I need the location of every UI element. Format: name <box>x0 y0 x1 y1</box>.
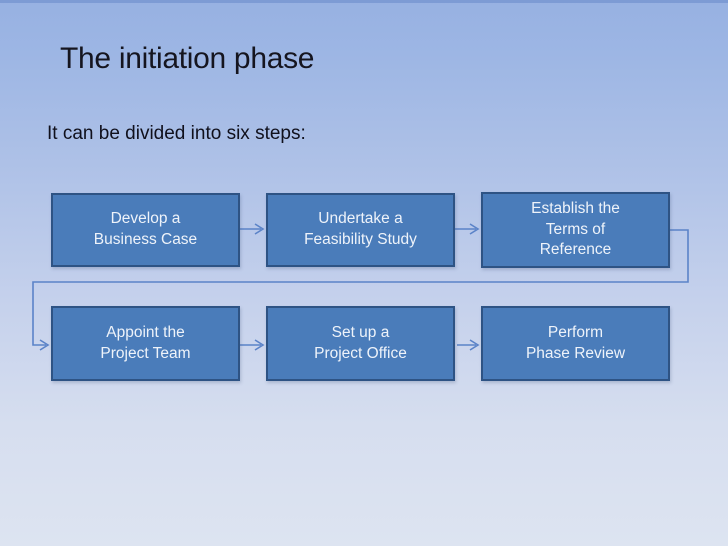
step-box-develop-business-case: Develop a Business Case <box>51 193 240 267</box>
step-box-establish-terms-of-reference: Establish the Terms of Reference <box>481 192 670 268</box>
step-label: Appoint the Project Team <box>100 323 191 362</box>
slide-subtitle: It can be divided into six steps: <box>47 123 306 144</box>
step-box-undertake-feasibility-study: Undertake a Feasibility Study <box>266 193 455 267</box>
arrowhead <box>254 339 265 351</box>
step-label: Establish the Terms of Reference <box>531 199 620 259</box>
step-box-appoint-project-team: Appoint the Project Team <box>51 306 240 381</box>
slide-title: The initiation phase <box>60 42 315 75</box>
step-label: Perform Phase Review <box>525 323 626 362</box>
arrowhead <box>469 339 480 351</box>
arrowhead <box>254 223 265 235</box>
step-label: Undertake a Feasibility Study <box>304 210 417 248</box>
arrowhead <box>469 223 480 235</box>
step-label: Set up a Project Office <box>314 323 407 362</box>
arrowhead <box>39 339 50 351</box>
step-box-perform-phase-review: Perform Phase Review <box>481 306 670 381</box>
slide-top-border <box>0 0 728 3</box>
step-box-set-up-project-office: Set up a Project Office <box>266 306 455 381</box>
step-label: Develop a Business Case <box>93 210 198 248</box>
